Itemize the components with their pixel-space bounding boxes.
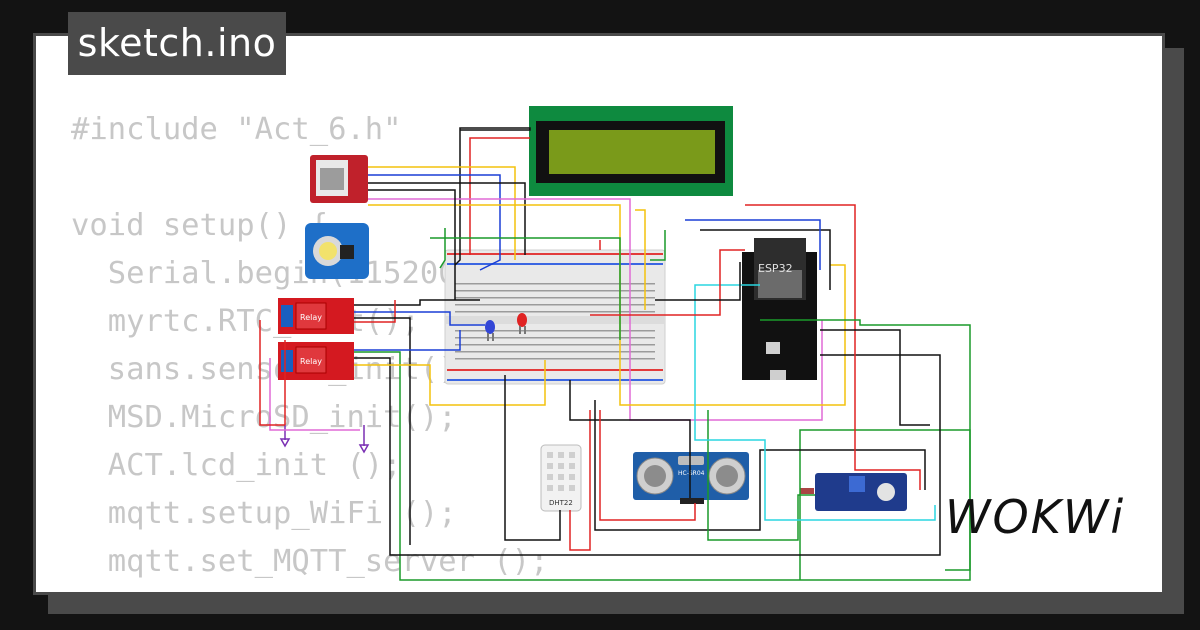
lcd-display — [529, 106, 733, 196]
code-line: Serial.begin(115200); — [71, 256, 494, 291]
rtc-module — [305, 223, 369, 279]
vcc-marker-2 — [358, 425, 370, 454]
code-line: MSD.MicroSD_init(); — [71, 400, 457, 435]
relay-label: Relay — [300, 357, 322, 366]
code-line: mqtt.setup_WiFi (); — [71, 496, 457, 531]
dht22-sensor: DHT22 — [540, 444, 582, 512]
light-sensor-module — [800, 473, 907, 511]
code-line: ACT.lcd_init (); — [71, 448, 402, 483]
wires — [259, 127, 971, 581]
breadboard — [444, 249, 666, 385]
wokwi-logo: WOKWi — [945, 490, 1126, 544]
red-led — [517, 313, 527, 334]
code-listing: #include "Act_6.h"void setup() { Serial.… — [71, 106, 585, 592]
esp32-label: ESP32 — [758, 262, 793, 275]
esp32-board: ESP32 — [742, 238, 817, 380]
code-line: #include "Act_6.h" — [71, 112, 402, 147]
relay-label: Relay — [300, 313, 322, 322]
blue-led — [485, 320, 495, 341]
relay-module-2: Relay — [278, 342, 354, 380]
file-title-tab[interactable]: sketch.ino — [68, 12, 286, 75]
vcc-marker-1 — [279, 425, 291, 448]
ultrasonic-label: HC-SR04 — [678, 470, 705, 477]
code-line: mqtt.set_MQTT_server (); — [71, 544, 549, 579]
relay-module-1: Relay — [278, 298, 354, 334]
sd-card-module — [310, 155, 368, 203]
dht22-label: DHT22 — [549, 499, 573, 507]
ultrasonic-sensor: HC-SR04 — [633, 452, 749, 504]
